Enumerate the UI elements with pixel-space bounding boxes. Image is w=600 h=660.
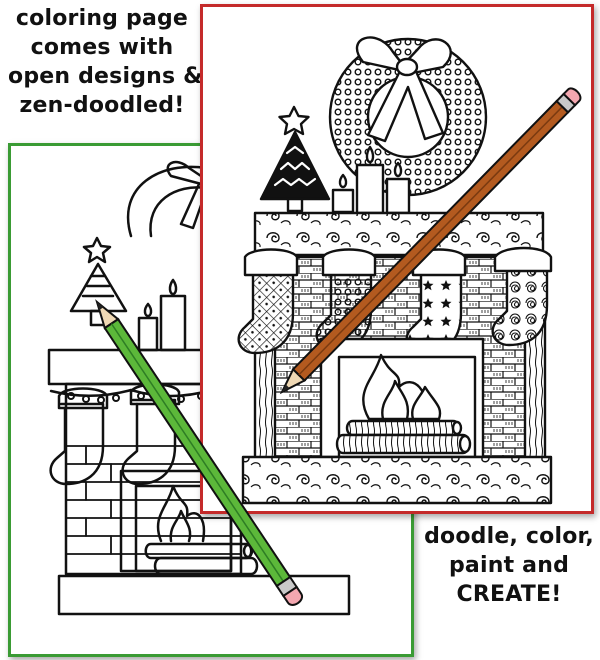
caption-bottom-line-2: paint and (448, 553, 570, 578)
candle-icon (137, 278, 187, 352)
doodled-coloring-page (200, 4, 594, 514)
caption-top-line-2: comes with (30, 35, 174, 60)
tree-icon (69, 236, 128, 327)
caption-top-line-4: zen-doodled! (19, 93, 185, 118)
wreath-icon (328, 36, 488, 197)
doodled-fireplace-illustration (237, 36, 553, 505)
caption-top: coloring page comes with open designs & … (8, 4, 203, 120)
caption-top-line-1: coloring page (15, 6, 189, 31)
fire-icon (156, 484, 206, 543)
caption-bottom: doodle, color, paint and CREATE! (424, 522, 594, 609)
caption-bottom-line-3: CREATE! (456, 582, 562, 607)
caption-top-line-3: open designs & (8, 64, 203, 89)
caption-bottom-line-1: doodle, color, (424, 524, 594, 549)
tree-icon (259, 105, 331, 213)
